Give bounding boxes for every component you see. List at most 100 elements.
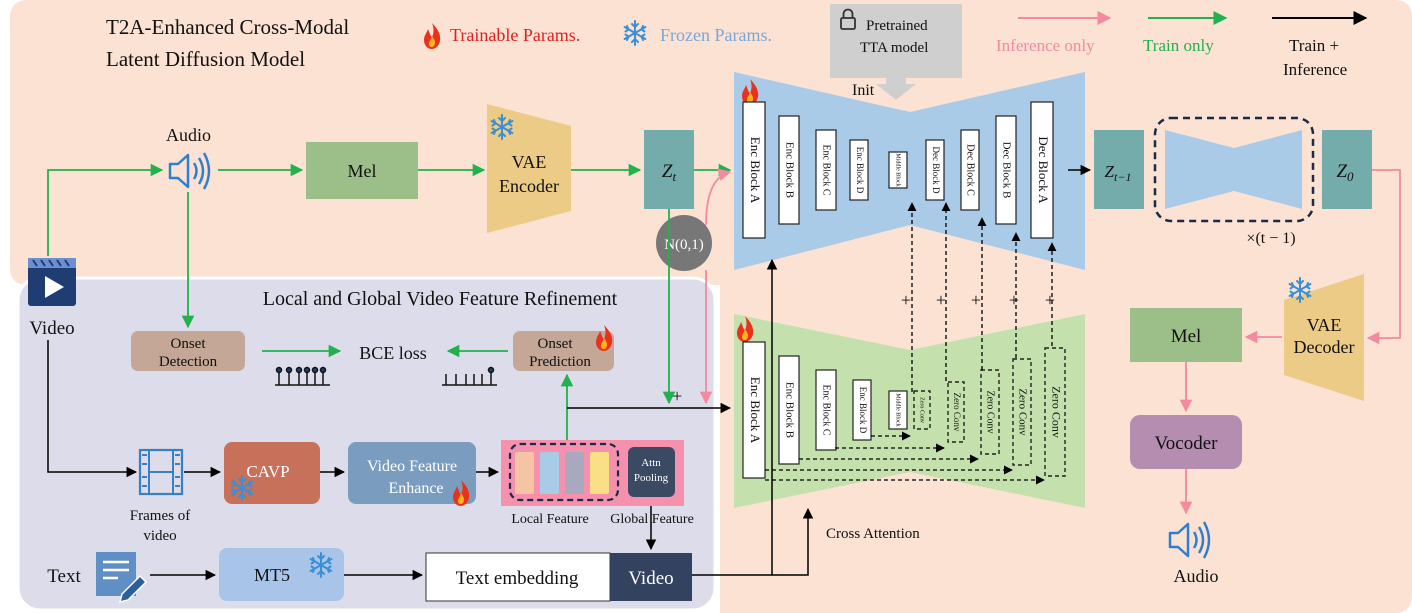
unet-block-dec-block-a-label: Dec Block A [1036,136,1051,204]
unet-block-dec-block-c-label: Dec Block C [965,144,976,196]
global-feature-label: Global Feature [610,512,694,527]
controlnet-block-enc-block-a-1: Enc Block A [742,341,766,479]
local-feature-token-1 [515,452,534,494]
video-to-frames-arrow [47,340,138,478]
z0-label: Z0 [1336,161,1354,184]
video-icon [28,258,76,306]
controlnet-block-zero-conv-8: Zero Conv [980,369,1000,455]
unet-block-dec-block-b: Dec Block B [995,115,1017,225]
zt-box [644,130,694,209]
frozen-params-label: Frozen Params. [660,25,772,45]
unet-block-enc-block-d: Enc Block D [849,139,869,201]
controlnet-block-enc-block-c-3-label: Enc Block C [821,384,832,435]
unet-block-enc-block-c-label: Enc Block C [821,144,832,195]
vae-encoder-shape [487,104,571,233]
output-mel-box [1130,308,1242,362]
video-token-label: Video [628,568,673,589]
local-feature-token-3 [565,452,584,494]
unet-block-enc-block-a-label: Enc Block A [748,137,763,204]
controlnet-block-zero-conv-7: Zero Conv [947,381,965,443]
mel-label: Mel [348,161,377,181]
repeat-label: ×(t − 1) [1246,230,1295,247]
unet-block-middle-block-label: Middle Block [895,153,901,186]
unet-block-enc-block-d-label: Enc Block D [855,147,865,194]
onset-prediction-label-line2: Prediction [529,354,591,370]
vae-encoder-label-line2: Encoder [499,176,559,196]
unet-block-enc-block-a: Enc Block A [742,101,766,239]
unet-block-enc-block-c: Enc Block C [815,129,837,211]
noise-label: N(0,1) [664,237,704,253]
onset-prediction-label-line1: Onset [538,336,574,352]
zt-sub: t [672,169,676,184]
cross-attention-to-controlnet-arrow [772,507,814,576]
frames-label-line2: video [143,528,176,544]
video-input-label: Video [29,318,74,339]
vae-decoder-body [1284,274,1364,401]
skip-plus-sign-3: + [971,290,981,310]
vae-encoder-label-line1: VAE [512,152,547,172]
controlnet-block-zero-conv-6-label: Zero Conv [919,397,925,423]
z0-box [1322,130,1372,209]
unet-block-dec-block-a: Dec Block A [1030,101,1054,239]
local-feature-token-2 [540,452,559,494]
film-frames-icon [138,448,184,496]
lock-icon [840,8,856,30]
pretrained-label-line2: TTA model [860,40,928,56]
attn-pooling-label-line1: Attn [641,457,661,469]
pretrained-label-line1: Pretrained [866,18,928,34]
refinement-title: Local and Global Video Feature Refinemen… [263,288,618,310]
inference-arrows [699,168,1401,515]
controlnet-block-enc-block-b-2-label: Enc Block B [783,382,795,438]
controlnet-skip-arrows [765,202,1057,485]
repeat-dashed-box [1153,116,1315,223]
feature-merge-plus: + [672,386,682,406]
local-feature-label: Local Feature [511,512,588,527]
onset-pulses-detected [275,366,330,386]
controlnet-block-zero-conv-9: Zero Conv [1012,358,1032,466]
z0-to-decoder-arrow [1366,169,1401,345]
init-arrow [876,78,916,100]
onset-detection-label-line2: Detection [159,354,218,370]
controlnet-block-enc-block-a-1-label: Enc Block A [748,377,763,444]
controlnet-blocks: Enc Block A Enc Block B Enc Block C Enc Blo… [742,341,1066,479]
controlnet-block-zero-conv-10-label: Zero Conv [1049,386,1063,438]
text-document-icon [96,552,148,604]
controlnet-block-zero-conv-10: Zero Conv [1044,347,1066,477]
vocoder-label: Vocoder [1155,433,1219,454]
mel-box [306,142,418,199]
bce-loss-label: BCE loss [359,343,427,363]
onset-prediction-box [513,331,614,371]
controlnet-block-zero-conv-9-label: Zero Conv [1016,388,1028,436]
audio-input-label: Audio [166,125,211,145]
vae-decoder-label-line2: Decoder [1294,337,1355,357]
model-title-line1: T2A-Enhanced Cross-Modal [106,15,349,39]
legend-inference-label: Inference only [996,36,1095,55]
controlnet-plus-signs: +++++ [901,290,1055,310]
cavp-box [224,442,320,504]
controlnet-block-middle-block-5: Middle Block [888,390,908,430]
controlnet-block-middle-block-5-label: Middle Block [895,393,901,426]
legend-train-label: Train only [1143,36,1214,55]
frames-label-line1: Frames of [130,508,190,524]
trainable-params-label: Trainable Params. [450,25,580,45]
unet-block-enc-block-b: Enc Block B [778,115,800,225]
unet-block-middle-block: Middle Block [888,151,908,189]
unet-block-dec-block-d-label: Dec Block D [931,147,941,194]
video-feature-enhance-label-line1: Video Feature [367,458,457,475]
output-mel-label: Mel [1171,326,1202,347]
controlnet-block-enc-block-c-3: Enc Block C [815,369,837,451]
skip-plus-sign-5: + [1045,290,1055,310]
controlnet-block-zero-conv-7-label: Zero Conv [952,393,962,432]
noise-node [656,215,712,271]
text-embedding-label: Text embedding [456,568,579,589]
vocoder-box [1130,415,1242,469]
train-arrows [47,163,732,440]
video-to-audio-arrow [47,163,164,256]
attn-pooling-box [628,447,675,497]
zt1-base: Z [1105,162,1115,181]
video-feature-enhance-label-line2: Enhance [388,480,443,497]
controlnet-block-enc-block-d-4: Enc Block D [852,379,872,441]
onset-detection-label-line1: Onset [171,336,207,352]
